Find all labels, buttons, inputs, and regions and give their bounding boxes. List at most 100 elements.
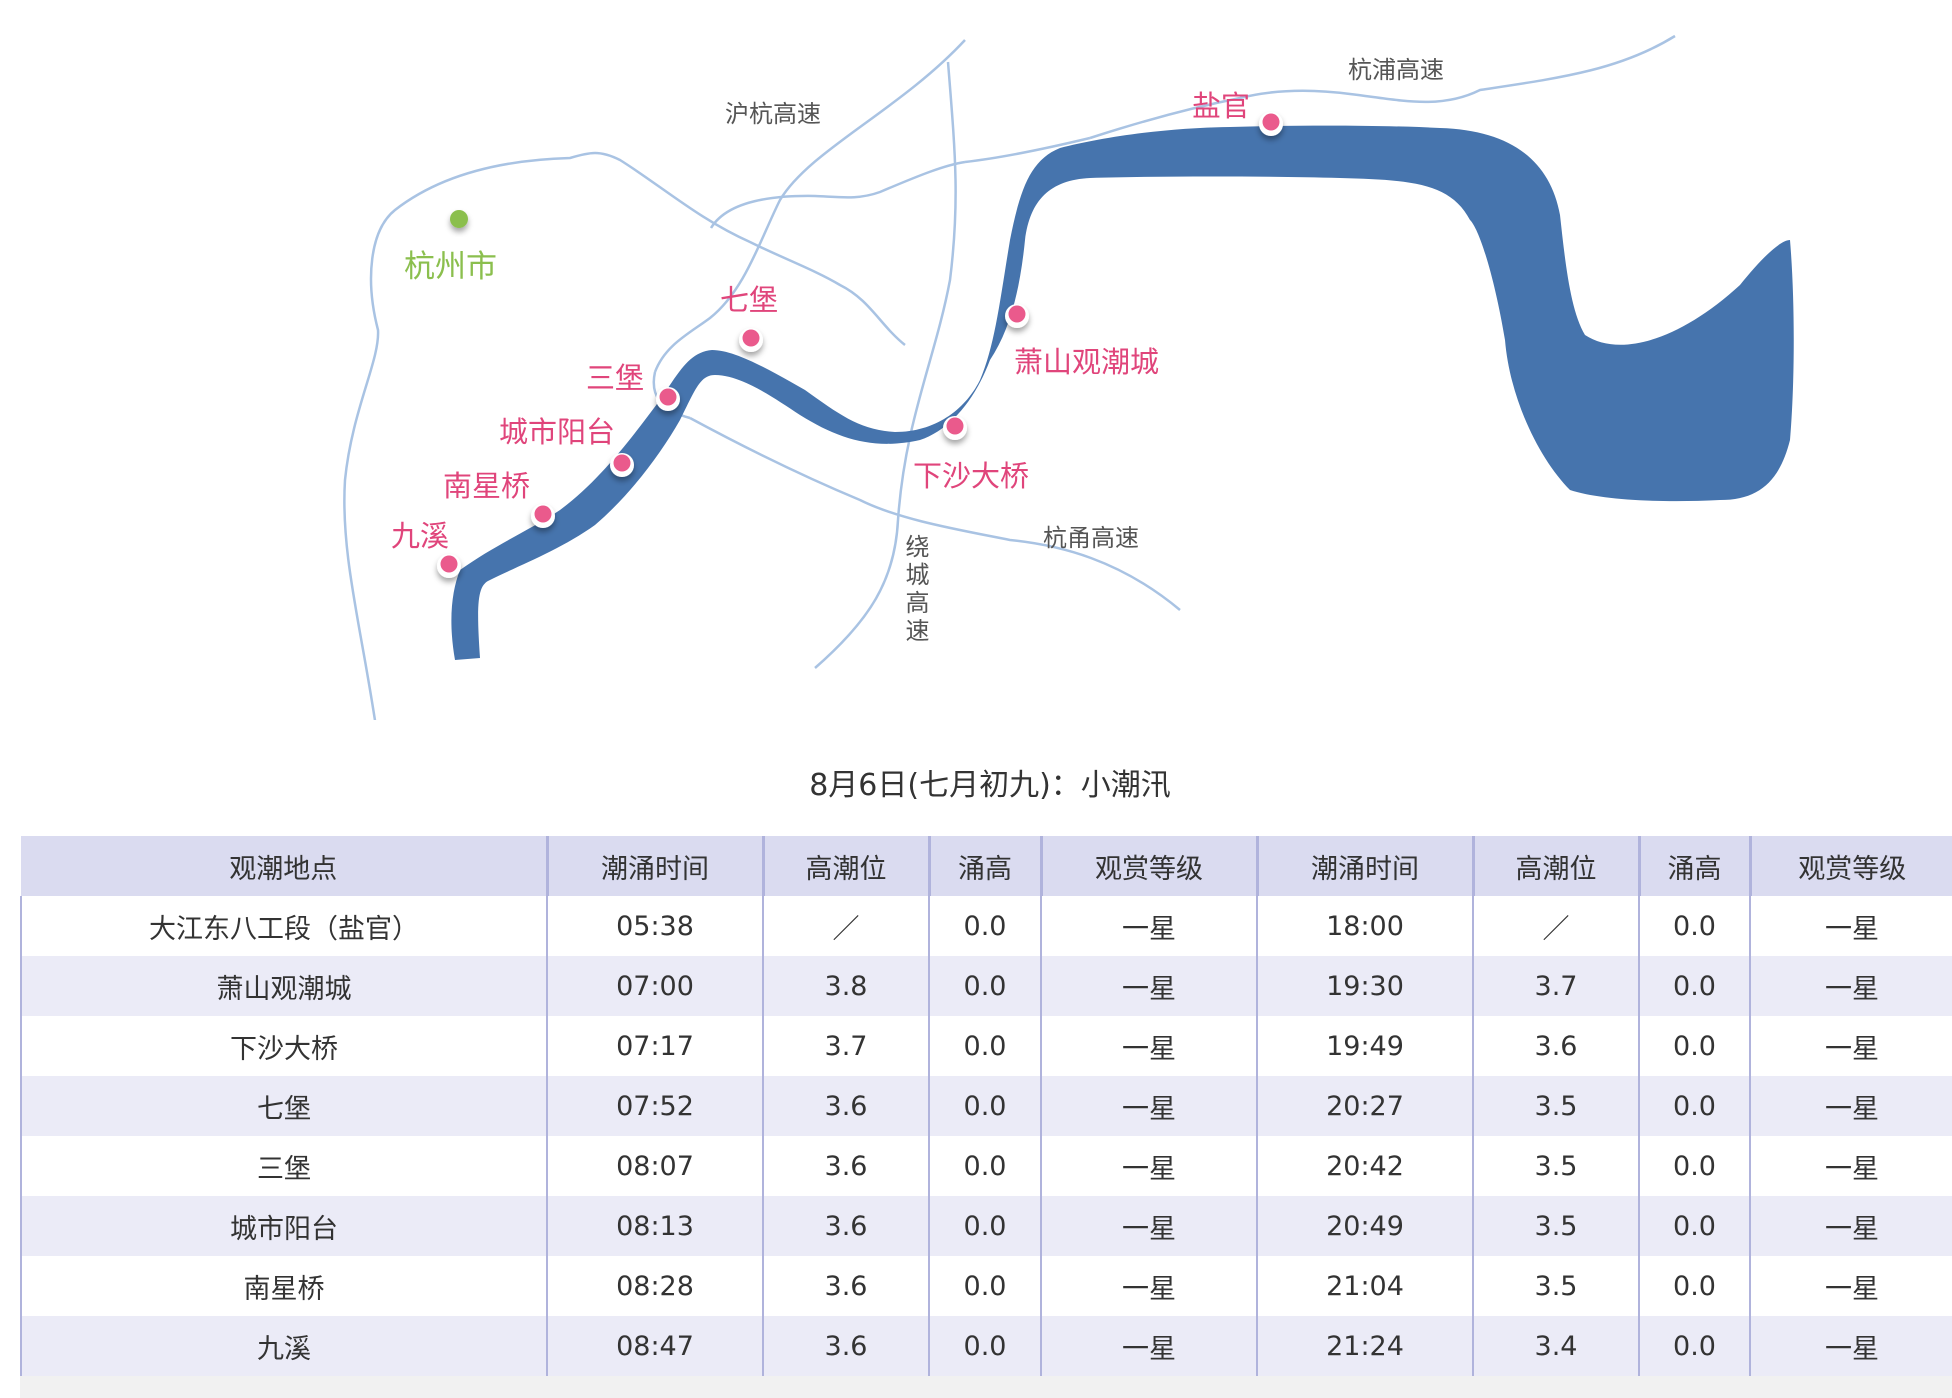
cell-pm-surge-height: 0.0 xyxy=(1638,1076,1750,1136)
table-row: 七堡 07:52 3.6 0.0 一星 20:27 3.5 0.0 一星 xyxy=(20,1076,1952,1136)
cell-am-tide-level: 3.6 xyxy=(762,1196,929,1256)
table-row: 南星桥 08:28 3.6 0.0 一星 21:04 3.5 0.0 一星 xyxy=(20,1256,1952,1316)
cell-am-rating: 一星 xyxy=(1040,1316,1257,1376)
cell-am-surge-height: 0.0 xyxy=(928,1076,1041,1136)
road-label-hang-yong: 杭甬高速 xyxy=(1043,524,1139,552)
site-label-qibao: 七堡 xyxy=(720,283,779,317)
cell-pm-rating: 一星 xyxy=(1749,1196,1952,1256)
cell-pm-tide-level: 3.4 xyxy=(1472,1316,1639,1376)
cell-pm-tide-level: 3.5 xyxy=(1472,1196,1639,1256)
cell-am-time: 07:17 xyxy=(546,1016,763,1076)
cell-pm-time: 20:49 xyxy=(1256,1196,1473,1256)
cell-pm-time: 20:42 xyxy=(1256,1136,1473,1196)
cell-pm-surge-height: 0.0 xyxy=(1638,896,1750,956)
road-label-rao-cheng: 绕城高速 xyxy=(901,534,929,646)
cell-am-time: 08:13 xyxy=(546,1196,763,1256)
cell-pm-time: 19:30 xyxy=(1256,956,1473,1016)
cell-am-surge-height: 0.0 xyxy=(928,1196,1041,1256)
cell-pm-tide-level: 3.5 xyxy=(1472,1076,1639,1136)
tide-date-title: 8月6日(七月初九)：小潮汛 xyxy=(809,768,1171,803)
cell-am-tide-level: 3.6 xyxy=(762,1076,929,1136)
cell-am-time: 08:07 xyxy=(546,1136,763,1196)
cell-pm-rating: 一星 xyxy=(1749,1136,1952,1196)
cell-location: 下沙大桥 xyxy=(20,1016,547,1076)
map-graphic xyxy=(343,34,1794,720)
cell-pm-surge-height: 0.0 xyxy=(1638,1016,1750,1076)
cell-pm-tide-level: 3.6 xyxy=(1472,1016,1639,1076)
site-markers xyxy=(437,112,1283,578)
cell-pm-rating: 一星 xyxy=(1749,1076,1952,1136)
cell-am-tide-level: ／ xyxy=(762,896,929,956)
cell-pm-surge-height: 0.0 xyxy=(1638,1196,1750,1256)
cell-pm-rating: 一星 xyxy=(1749,1256,1952,1316)
cell-pm-time: 21:24 xyxy=(1256,1316,1473,1376)
cell-pm-rating: 一星 xyxy=(1749,896,1952,956)
cell-am-tide-level: 3.7 xyxy=(762,1016,929,1076)
cell-location: 城市阳台 xyxy=(20,1196,547,1256)
table-row: 萧山观潮城 07:00 3.8 0.0 一星 19:30 3.7 0.0 一星 xyxy=(20,956,1952,1016)
cell-am-surge-height: 0.0 xyxy=(928,956,1041,1016)
cell-pm-surge-height: 0.0 xyxy=(1638,1256,1750,1316)
table-row: 三堡 08:07 3.6 0.0 一星 20:42 3.5 0.0 一星 xyxy=(20,1136,1952,1196)
header-pm-surge-height: 涌高 xyxy=(1637,836,1750,896)
cell-location: 南星桥 xyxy=(20,1256,547,1316)
tide-table: 观潮地点 潮涌时间 高潮位 涌高 观赏等级 潮涌时间 高潮位 涌高 观赏等级 大… xyxy=(20,836,1952,1376)
site-label-xiasha: 下沙大桥 xyxy=(913,459,1030,493)
tide-map: 杭州市 沪杭高速 杭浦高速 杭甬高速 绕城高速 盐官 萧山观潮城 下沙大桥 七堡… xyxy=(343,34,1794,720)
cell-pm-time: 19:49 xyxy=(1256,1016,1473,1076)
road-label-hu-hang: 沪杭高速 xyxy=(725,100,821,128)
cell-am-rating: 一星 xyxy=(1040,896,1257,956)
header-location: 观潮地点 xyxy=(21,836,547,896)
table-row: 下沙大桥 07:17 3.7 0.0 一星 19:49 3.6 0.0 一星 xyxy=(20,1016,1952,1076)
site-label-chengshi: 城市阳台 xyxy=(499,415,616,449)
cell-am-rating: 一星 xyxy=(1040,1136,1257,1196)
cell-am-rating: 一星 xyxy=(1040,1076,1257,1136)
cell-am-rating: 一星 xyxy=(1040,1196,1257,1256)
cell-pm-time: 18:00 xyxy=(1256,896,1473,956)
cell-am-time: 07:00 xyxy=(546,956,763,1016)
header-pm-rating: 观赏等级 xyxy=(1748,836,1952,896)
cell-pm-surge-height: 0.0 xyxy=(1638,1316,1750,1376)
table-header-row: 观潮地点 潮涌时间 高潮位 涌高 观赏等级 潮涌时间 高潮位 涌高 观赏等级 xyxy=(21,836,1952,896)
city-label-hangzhou: 杭州市 xyxy=(404,249,497,285)
header-am-surge-height: 涌高 xyxy=(927,836,1041,896)
cell-pm-tide-level: 3.5 xyxy=(1472,1256,1639,1316)
cell-am-surge-height: 0.0 xyxy=(928,1136,1041,1196)
cell-am-rating: 一星 xyxy=(1040,1256,1257,1316)
cell-am-time: 05:38 xyxy=(546,896,763,956)
cell-am-rating: 一星 xyxy=(1040,1016,1257,1076)
cell-am-tide-level: 3.6 xyxy=(762,1316,929,1376)
cell-am-surge-height: 0.0 xyxy=(928,1016,1041,1076)
cell-pm-rating: 一星 xyxy=(1749,1016,1952,1076)
cell-location: 三堡 xyxy=(20,1136,547,1196)
cell-pm-tide-level: ／ xyxy=(1472,896,1639,956)
cell-am-surge-height: 0.0 xyxy=(928,896,1041,956)
cell-pm-rating: 一星 xyxy=(1749,956,1952,1016)
header-am-time: 潮涌时间 xyxy=(545,836,763,896)
cell-am-time: 08:47 xyxy=(546,1316,763,1376)
cell-pm-time: 20:27 xyxy=(1256,1076,1473,1136)
cell-am-time: 08:28 xyxy=(546,1256,763,1316)
table-row: 大江东八工段（盐官） 05:38 ／ 0.0 一星 18:00 ／ 0.0 一星 xyxy=(20,896,1952,956)
road-label-hang-pu: 杭浦高速 xyxy=(1348,56,1444,84)
site-label-xiaoshan: 萧山观潮城 xyxy=(1014,345,1160,379)
cell-pm-surge-height: 0.0 xyxy=(1638,1136,1750,1196)
city-marker xyxy=(450,210,468,228)
cell-am-surge-height: 0.0 xyxy=(928,1256,1041,1316)
cell-am-surge-height: 0.0 xyxy=(928,1316,1041,1376)
table-footer-bar xyxy=(20,1376,1952,1398)
cell-location: 萧山观潮城 xyxy=(20,956,547,1016)
header-pm-time: 潮涌时间 xyxy=(1255,836,1473,896)
cell-pm-surge-height: 0.0 xyxy=(1638,956,1750,1016)
cell-pm-tide-level: 3.7 xyxy=(1472,956,1639,1016)
road-lines xyxy=(343,34,1676,720)
cell-am-tide-level: 3.6 xyxy=(762,1136,929,1196)
table-row: 城市阳台 08:13 3.6 0.0 一星 20:49 3.5 0.0 一星 xyxy=(20,1196,1952,1256)
header-am-tide-level: 高潮位 xyxy=(761,836,929,896)
site-label-jiuxi: 九溪 xyxy=(391,519,450,553)
cell-pm-time: 21:04 xyxy=(1256,1256,1473,1316)
header-pm-tide-level: 高潮位 xyxy=(1471,836,1639,896)
header-am-rating: 观赏等级 xyxy=(1039,836,1257,896)
cell-am-tide-level: 3.8 xyxy=(762,956,929,1016)
cell-pm-rating: 一星 xyxy=(1749,1316,1952,1376)
